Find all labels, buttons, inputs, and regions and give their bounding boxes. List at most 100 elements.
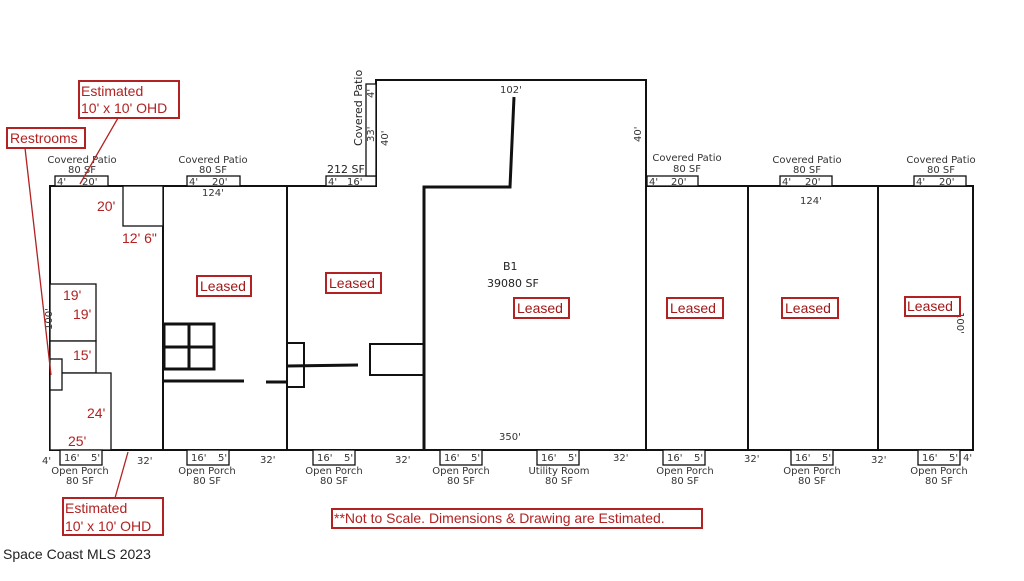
svg-text:19': 19' xyxy=(73,306,91,322)
svg-text:80 SF: 80 SF xyxy=(447,476,475,487)
svg-text:5': 5' xyxy=(949,453,958,464)
svg-text:4': 4' xyxy=(328,177,337,188)
svg-text:Covered Patio: Covered Patio xyxy=(772,155,841,166)
svg-text:10' x 10' OHD: 10' x 10' OHD xyxy=(81,100,167,116)
room xyxy=(49,358,63,391)
svg-text:16': 16' xyxy=(667,453,682,464)
svg-text:16': 16' xyxy=(347,177,362,188)
room xyxy=(122,185,164,227)
svg-text:Restrooms: Restrooms xyxy=(10,130,78,146)
svg-text:20': 20' xyxy=(805,177,820,188)
svg-text:32': 32' xyxy=(260,455,275,466)
svg-text:Open Porch: Open Porch xyxy=(783,466,840,477)
svg-text:Open Porch: Open Porch xyxy=(656,466,713,477)
covered-patio: Covered Patio 80 SF 4' 20' xyxy=(646,153,722,188)
svg-text:5': 5' xyxy=(568,453,577,464)
svg-text:33': 33' xyxy=(366,127,377,142)
svg-text:25': 25' xyxy=(68,433,86,449)
svg-text:20': 20' xyxy=(82,177,97,188)
svg-text:16': 16' xyxy=(922,453,937,464)
svg-text:100': 100' xyxy=(954,312,965,334)
leased-labels: Leased Leased Leased Leased Leased Lease… xyxy=(196,272,961,319)
svg-text:5': 5' xyxy=(471,453,480,464)
dimensions: 4' 4' 32' 32' 32' 32' 32' 32' 124' 124' … xyxy=(42,85,972,467)
svg-text:20': 20' xyxy=(939,177,954,188)
svg-text:Covered Patio: Covered Patio xyxy=(652,153,721,164)
svg-text:80 SF: 80 SF xyxy=(671,476,699,487)
svg-text:Utility Room: Utility Room xyxy=(528,466,589,477)
svg-text:Open Porch: Open Porch xyxy=(910,466,967,477)
svg-text:Open Porch: Open Porch xyxy=(432,466,489,477)
svg-text:80 SF: 80 SF xyxy=(925,476,953,487)
svg-text:4': 4' xyxy=(649,177,658,188)
annotation-restrooms: Restrooms xyxy=(6,127,86,376)
svg-text:Open Porch: Open Porch xyxy=(51,466,108,477)
watermark: Space Coast MLS 2023 xyxy=(3,546,151,562)
svg-text:80 SF: 80 SF xyxy=(927,165,955,176)
svg-text:5': 5' xyxy=(822,453,831,464)
covered-patio: Covered Patio 80 SF 4' 20' xyxy=(178,155,247,188)
room-dimensions: 20' 12' 6" 19' 19' 15' 24' 25' xyxy=(63,198,157,449)
svg-text:80 SF: 80 SF xyxy=(320,476,348,487)
svg-text:102': 102' xyxy=(500,85,522,96)
svg-text:15': 15' xyxy=(73,347,91,363)
svg-text:Open Porch: Open Porch xyxy=(178,466,235,477)
svg-text:80 SF: 80 SF xyxy=(199,165,227,176)
svg-text:5': 5' xyxy=(694,453,703,464)
svg-text:4': 4' xyxy=(42,456,51,467)
svg-text:Leased: Leased xyxy=(907,298,953,314)
svg-text:Covered Patio: Covered Patio xyxy=(906,155,975,166)
covered-patio: Covered Patio 80 SF 4' 20' xyxy=(772,155,841,188)
svg-text:Leased: Leased xyxy=(517,300,563,316)
svg-text:5': 5' xyxy=(91,453,100,464)
svg-text:32': 32' xyxy=(137,456,152,467)
annotation-ohd-top: Estimated 10' x 10' OHD xyxy=(78,80,180,185)
svg-text:124': 124' xyxy=(800,196,822,207)
svg-text:Covered Patio: Covered Patio xyxy=(352,70,365,146)
svg-text:212 SF: 212 SF xyxy=(327,163,365,176)
svg-text:80 SF: 80 SF xyxy=(545,476,573,487)
svg-text:Estimated: Estimated xyxy=(65,500,127,516)
covered-patio: Covered Patio 80 SF 4' 20' xyxy=(906,155,975,188)
svg-text:10' x 10' OHD: 10' x 10' OHD xyxy=(65,518,151,534)
svg-text:Open Porch: Open Porch xyxy=(305,466,362,477)
svg-text:20': 20' xyxy=(212,177,227,188)
svg-text:Covered Patio: Covered Patio xyxy=(47,155,116,166)
svg-text:4': 4' xyxy=(189,177,198,188)
svg-text:40': 40' xyxy=(633,127,644,142)
svg-text:Leased: Leased xyxy=(670,300,716,316)
svg-text:4': 4' xyxy=(916,177,925,188)
svg-text:80 SF: 80 SF xyxy=(793,165,821,176)
svg-text:16': 16' xyxy=(541,453,556,464)
svg-text:B1: B1 xyxy=(503,260,518,273)
svg-text:100': 100' xyxy=(44,308,55,330)
svg-text:16': 16' xyxy=(444,453,459,464)
svg-text:350': 350' xyxy=(499,432,521,443)
svg-text:80 SF: 80 SF xyxy=(798,476,826,487)
svg-text:40': 40' xyxy=(380,131,391,146)
svg-text:16': 16' xyxy=(64,453,79,464)
svg-text:80 SF: 80 SF xyxy=(68,165,96,176)
svg-text:80 SF: 80 SF xyxy=(66,476,94,487)
svg-text:16': 16' xyxy=(191,453,206,464)
svg-text:24': 24' xyxy=(87,405,105,421)
room xyxy=(369,343,425,376)
svg-text:32': 32' xyxy=(871,455,886,466)
svg-text:12' 6": 12' 6" xyxy=(122,230,157,246)
svg-text:5': 5' xyxy=(218,453,227,464)
svg-text:39080 SF: 39080 SF xyxy=(487,277,539,290)
svg-text:32': 32' xyxy=(744,454,759,465)
svg-text:4': 4' xyxy=(366,89,377,98)
svg-text:Estimated: Estimated xyxy=(81,83,143,99)
disclaimer: **Not to Scale. Dimensions & Drawing are… xyxy=(331,508,703,529)
svg-text:124': 124' xyxy=(202,188,224,199)
covered-patio-212: 212 SF 4' 16' Covered Patio 33' 4' xyxy=(325,70,377,188)
svg-text:19': 19' xyxy=(63,287,81,303)
svg-text:80 SF: 80 SF xyxy=(193,476,221,487)
svg-text:Leased: Leased xyxy=(785,300,831,316)
svg-text:4': 4' xyxy=(782,177,791,188)
svg-text:20': 20' xyxy=(97,198,115,214)
svg-text:5': 5' xyxy=(344,453,353,464)
